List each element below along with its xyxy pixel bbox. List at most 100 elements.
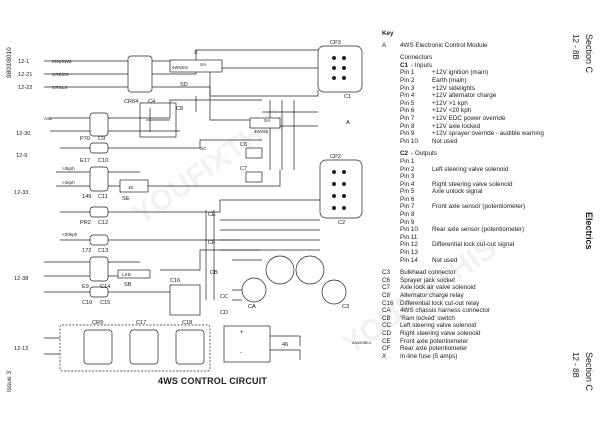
key-row: Pin 8 — [400, 211, 552, 219]
label-c9: C9 — [98, 136, 105, 142]
label-1k: 1K — [128, 185, 135, 190]
pin-number: Pin 11 — [400, 233, 418, 241]
section-top: Section C — [584, 34, 594, 74]
key-item: A 4WS Electronic Control Module — [382, 42, 552, 50]
pin-number: Pin 7 — [400, 203, 415, 211]
key-text: Alternator charge relay — [400, 292, 464, 299]
label-sa-top: SA — [200, 62, 207, 67]
pin-description: +12V sidelights — [432, 84, 475, 92]
c2-code: C2 — [400, 150, 409, 158]
chapter-title: Electrics — [584, 212, 594, 250]
pin-description: +12V <20 kph — [432, 107, 472, 115]
label-plus: + — [240, 330, 244, 336]
label-se: SE — [122, 196, 130, 202]
key-row: Pin 9 — [400, 219, 552, 227]
label-asl: ASL — [44, 116, 53, 121]
label-c3: C3 — [342, 304, 349, 310]
label-a: A — [346, 120, 350, 126]
pin-description: Not used — [432, 137, 458, 145]
ref-label: 12-38 — [14, 276, 28, 282]
key-row: CB'Ram locked' switch — [382, 315, 552, 323]
ref-label: 12-1 — [18, 59, 29, 65]
key-row: Pin 4+12V alternator charge — [400, 92, 552, 100]
key-text: Differential lock cut-out relay — [400, 299, 480, 307]
pin-number: Pin 2 — [400, 165, 415, 173]
label-c17: C17 — [136, 320, 146, 326]
key-text: Rear axle potentiometer — [400, 345, 468, 353]
label-4wss-mid: 4WSIS — [254, 129, 268, 134]
label-c10a: C10 — [98, 158, 108, 164]
label-kph20: <20kph — [62, 232, 78, 237]
pin-description: Axle unlock signal — [432, 188, 483, 196]
pin-description: Rear axle sensor (potentiometer) — [432, 226, 525, 234]
label-e17: E17 — [80, 158, 90, 164]
ref-label: 12-9 — [16, 153, 27, 159]
label-sa-mid: SA — [264, 118, 271, 123]
key-code: C16 — [382, 299, 394, 307]
key-row: CD Right steering valve solenoid — [382, 330, 552, 338]
label-cp2: CP2 — [330, 154, 341, 160]
ref-label: 12-33 — [14, 190, 28, 196]
connectors-heading: Connectors — [400, 54, 433, 62]
c2-text: - Outputs — [411, 150, 437, 158]
pin-number: Pin 6 — [400, 107, 415, 115]
pin-number: Pin 12 — [400, 241, 418, 249]
label-x: X — [194, 50, 198, 56]
pin-number: Pin 10 — [400, 137, 418, 145]
label-cp3: CP3 — [330, 40, 341, 46]
key-text: In-line fuse (5 amps) — [400, 352, 458, 360]
right-margin: Section C 12 - 8B Electrics Section C 12… — [564, 0, 600, 424]
key-code: CA — [382, 307, 391, 315]
pin-description: Not used — [432, 256, 458, 264]
pin-description: +12V sprayer override - audible warning — [432, 130, 544, 138]
label-cf: CF — [208, 240, 216, 246]
key-code: CB — [382, 314, 391, 322]
section-bottom: Section C — [584, 352, 594, 392]
pin-number: Pin 1 — [400, 157, 415, 165]
key-row: C16 Differential lock cut-out relay — [382, 300, 552, 308]
pin-description: +12V alternator charge — [432, 92, 497, 100]
key-text: Front axle potentiometer — [400, 337, 469, 345]
page-number-top: 12 - 8B — [571, 34, 580, 60]
pin-description: +12V EDC power override — [432, 114, 506, 122]
wiring-diagram: 12-1 12-21 12-22 12-30 12-9 12-33 12-38 … — [14, 40, 363, 372]
key-code: C3 — [382, 269, 391, 277]
pin-number: Pin 6 — [400, 195, 415, 203]
key-row: Pin 1 — [400, 158, 552, 166]
key-row: Pin 3 +12V sidelights — [400, 85, 552, 93]
key-row: Pin 9+12V sprayer override - audible war… — [400, 130, 552, 138]
pin-number: Pin 5 — [400, 99, 415, 107]
key-code: CF — [382, 345, 391, 353]
pin-number: Pin 7 — [400, 114, 415, 122]
key-code: CD — [382, 329, 392, 337]
label-p70: P70 — [80, 136, 90, 142]
label-kph3: >3kph — [62, 166, 75, 171]
key-row: CF Rear axle potentiometer — [382, 345, 552, 353]
pin-description: +12V axle locked — [432, 122, 481, 130]
label-c16: C16 — [170, 278, 180, 284]
key-text: Right steering valve solenoid — [400, 329, 481, 337]
key-text: 4WS chassis harness connector — [400, 307, 490, 315]
label-ce: CE — [208, 212, 216, 218]
label-c7: C7 — [240, 166, 247, 172]
pin-number: Pin 8 — [400, 211, 415, 219]
pin-number: Pin 10 — [400, 226, 418, 234]
key-text: Axle lock air valve solenoid — [400, 284, 476, 292]
key-row: Pin 8+12V axle locked — [400, 123, 552, 131]
key-text: Left steering valve solenoid — [400, 322, 477, 330]
label-cc: CC — [220, 294, 228, 300]
key-code: CC — [382, 322, 392, 330]
pin-number: Pin 3 — [400, 84, 415, 92]
key-row: Pin 11 — [400, 234, 552, 242]
